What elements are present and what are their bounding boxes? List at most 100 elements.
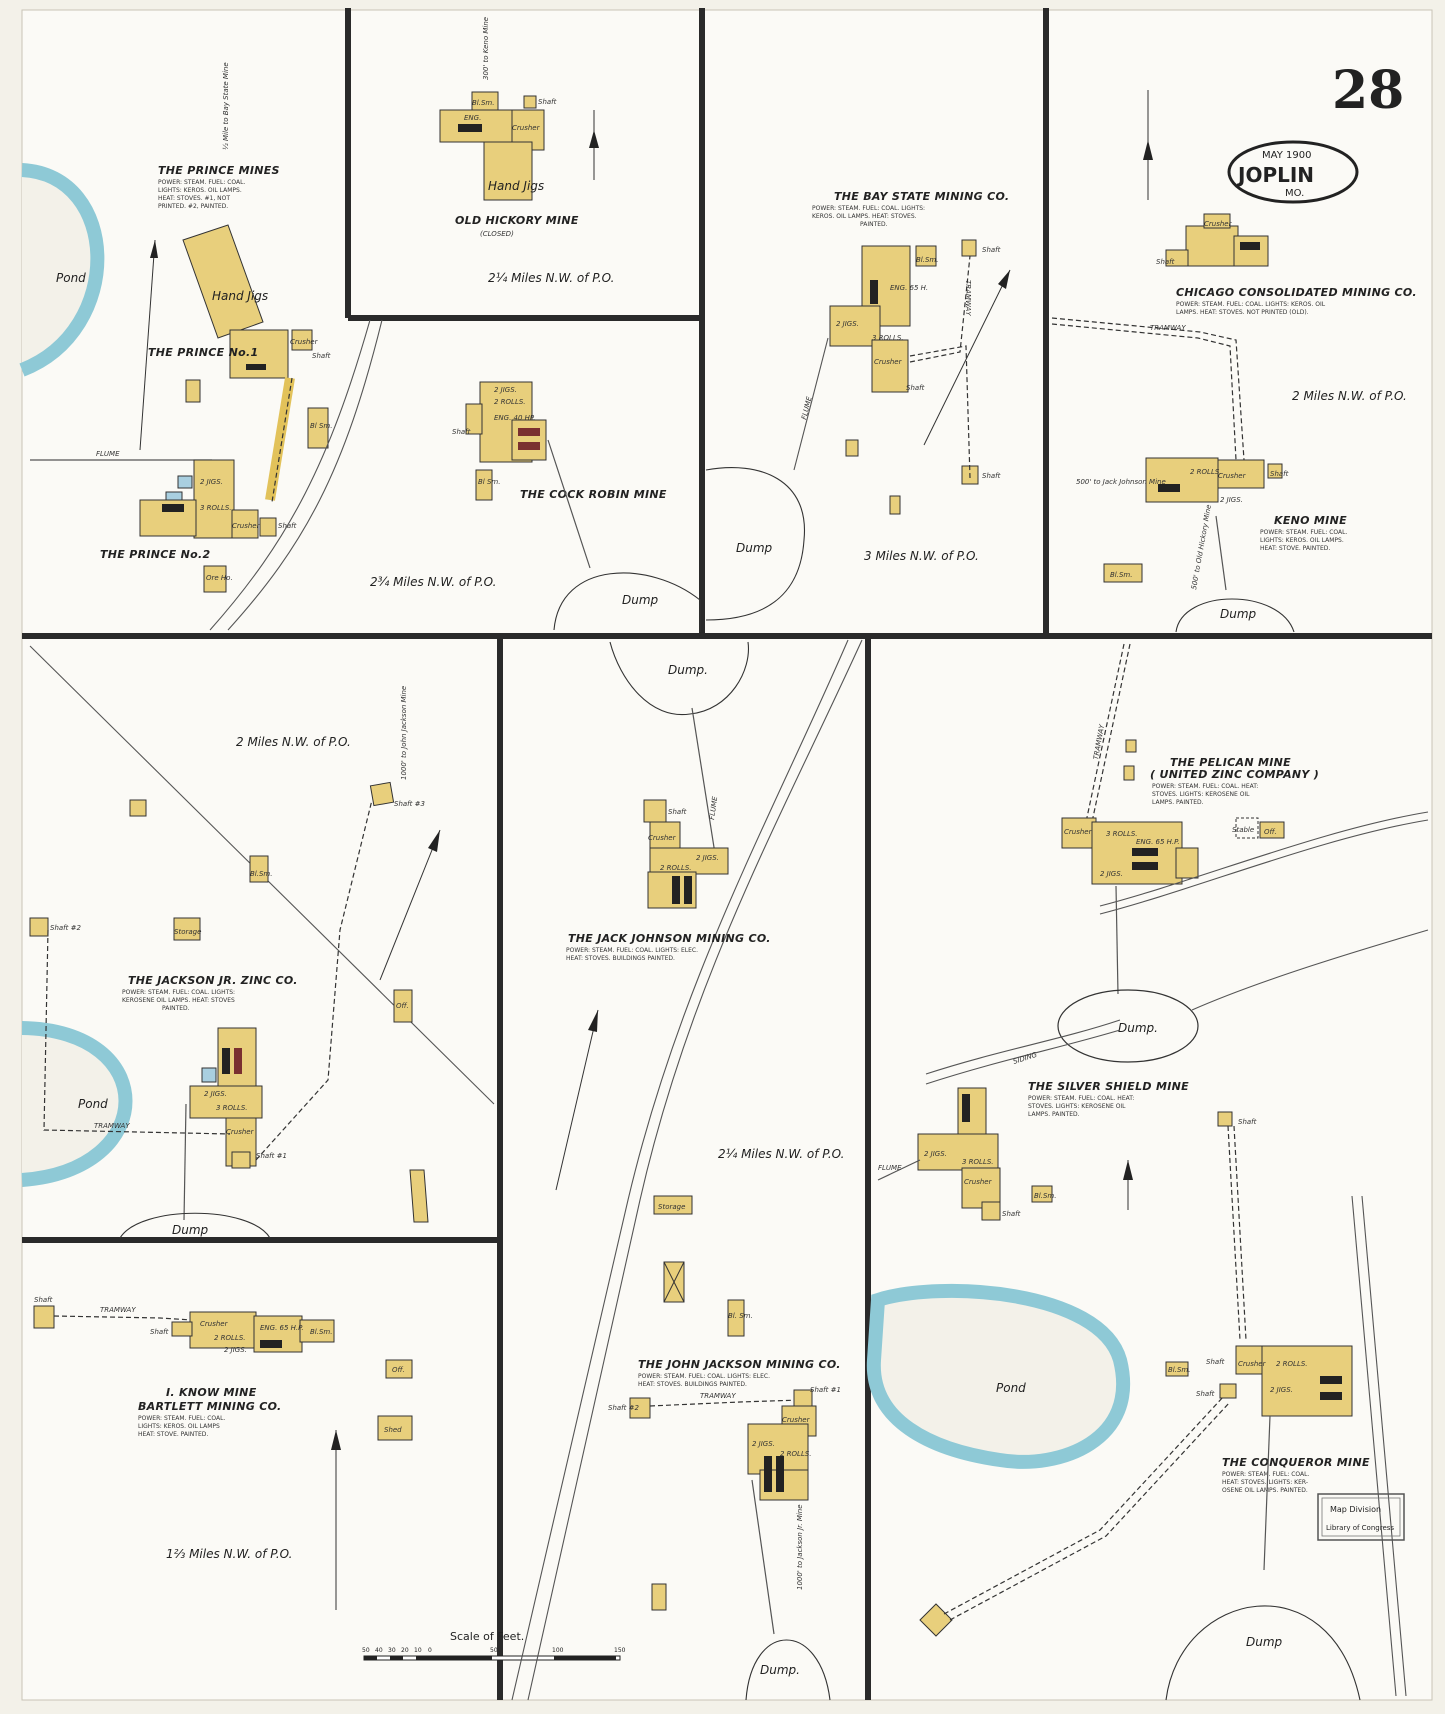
baystate-note-1: POWER: STEAM. FUEL: COAL. LIGHTS: [812, 205, 925, 212]
jacksonjr-note-3: PAINTED. [162, 1005, 190, 1012]
jacksonjr-road-note: 1000' to John Jackson Mine [400, 686, 408, 780]
pelican-eng: ENG. 65 H.P. [1136, 838, 1180, 846]
hickory-crusher: Crusher [512, 124, 541, 132]
jj-note-2: HEAT: STOVES. BUILDINGS PAINTED. [566, 955, 675, 962]
john-jackson-shaft1: Shaft #1 [810, 1386, 841, 1394]
jacksonjr-distance: 2 Miles N.W. of P.O. [236, 735, 351, 749]
baystate-title: THE BAY STATE MINING CO. [834, 190, 1009, 203]
iknow-title-1: I. KNOW MINE [166, 1386, 257, 1399]
jj-rolls: 2 ROLLS. [660, 864, 692, 872]
prince-mines-title: THE PRINCE MINES [158, 164, 280, 177]
date-stamp: MAY 1900 JOPLIN MO. [1227, 140, 1359, 204]
prince2-jigs: 2 JIGS. [200, 478, 223, 486]
iknow-shaft: Shaft [34, 1296, 53, 1304]
scale-tick-4: 10 [414, 1647, 422, 1654]
prince-no1-label: THE PRINCE No.1 [148, 346, 258, 359]
pond-shape [19, 163, 105, 377]
iknow-off: Off. [392, 1366, 405, 1374]
hickory-shaft: Shaft [538, 98, 557, 106]
prince1-crusher [291, 329, 313, 351]
prince-road-note: ½ Mile to Bay State Mine [222, 62, 230, 150]
scale-tick-0: 50 [362, 1647, 370, 1654]
hickory-distance: 2¼ Miles N.W. of P.O. [488, 271, 614, 285]
stamp-city: JOPLIN [1236, 163, 1314, 187]
keno-note-1: POWER: STEAM. FUEL: COAL. [1260, 529, 1347, 536]
chicago-note-2: LAMPS. HEAT: STOVES. NOT PRINTED (OLD). [1176, 309, 1309, 316]
silver-crusher: Crusher [964, 1178, 993, 1186]
silver-note-3: LAMPS. PAINTED. [1028, 1111, 1080, 1118]
jj-shaft: Shaft [668, 808, 687, 816]
prince2-crusher: Crusher [232, 522, 261, 530]
keno-crusher: Crusher [1218, 472, 1247, 480]
baystate-tramway: TRAMWAY [964, 280, 972, 316]
jj-flume: FLUME [708, 795, 719, 820]
keno-bl-sm: Bl.Sm. [1110, 571, 1132, 579]
panel-jack-johnson: Dump. FLUME Shaft Crusher 2 JIGS. 2 ROLL… [511, 639, 863, 1701]
silver-shaft: Shaft [1002, 1210, 1021, 1218]
jj-title: THE JACK JOHNSON MINING CO. [568, 932, 771, 945]
prince-note-4: PRINTED. #2, PAINTED. [158, 203, 228, 210]
conq-far-shaft [919, 1603, 953, 1637]
conq-shaft3: Shaft [1196, 1390, 1215, 1398]
prince-flume: FLUME [96, 450, 120, 458]
pelican-note-2: STOVES. LIGHTS: KEROSENE OIL [1152, 791, 1250, 798]
conq-shaft2: Shaft [1238, 1118, 1257, 1126]
iknow-note-3: HEAT: STOVE. PAINTED. [138, 1431, 208, 1438]
scale-tick-8: 150 [614, 1647, 626, 1654]
baystate-crusher: Crusher [874, 358, 903, 366]
baystate-eng: ENG. 65 H. [890, 284, 928, 292]
scale-tick-3: 20 [401, 1647, 409, 1654]
jj-dump-top: Dump. [668, 663, 708, 677]
cockrobin-jigs: 2 JIGS. [494, 386, 517, 394]
conq-note-2: HEAT: STOVES. LIGHTS: KER- [1222, 1479, 1308, 1486]
john-jackson-note-1: POWER: STEAM. FUEL: COAL. LIGHTS: ELEC. [638, 1373, 770, 1380]
stamp-state: MO. [1285, 188, 1304, 199]
iknow-note-1: POWER: STEAM. FUEL: COAL. [138, 1415, 225, 1422]
east-dump2: Dump [1246, 1635, 1283, 1649]
pelican-jigs: 2 JIGS. [1100, 870, 1123, 878]
panel-prince-mines: Pond THE PRINCE MINES POWER: STEAM. FUEL… [19, 62, 383, 631]
john-jackson-title: THE JOHN JACKSON MINING CO. [638, 1358, 841, 1371]
pelican-crusher: Crusher [1064, 828, 1093, 836]
keno-rolls: 2 ROLLS. [1190, 468, 1222, 476]
jacksonjr-jigs: 2 JIGS. [204, 1090, 227, 1098]
conq-note-3: OSENE OIL LAMPS. PAINTED. [1222, 1487, 1308, 1494]
conq-shaft: Shaft [1206, 1358, 1225, 1366]
east-dump1: Dump. [1118, 1021, 1158, 1035]
jacksonjr-pond [21, 1021, 133, 1187]
prince-ore-ho: Ore Ho. [206, 574, 233, 582]
page-number: 28 [1332, 60, 1404, 121]
keno-chicago-shaft: Shaft [1156, 258, 1175, 266]
prince-note-2: LIGHTS: KEROS. OIL LAMPS. [158, 187, 242, 194]
pelican-stable: Stable [1232, 826, 1254, 834]
hickory-subtitle: (CLOSED) [480, 230, 514, 238]
panel-borders [22, 8, 1432, 1700]
keno-title: KENO MINE [1274, 514, 1347, 527]
john-jackson-shaft2: Shaft #2 [608, 1404, 639, 1412]
jacksonjr-dump: Dump [172, 1223, 209, 1237]
iknow-shaft2: Shaft [150, 1328, 169, 1336]
prince-no2-label: THE PRINCE No.2 [100, 548, 210, 561]
jj-distance: 2¼ Miles N.W. of P.O. [718, 1147, 844, 1161]
hickory-road-note: 300' to Keno Mine [482, 17, 490, 80]
bl-sm-building [307, 407, 329, 449]
jacksonjr-rolls: 3 ROLLS. [216, 1104, 248, 1112]
scale-bar: Scale of Feet. 50 40 30 20 10 0 50 100 1… [362, 1630, 626, 1661]
keno-note-3: HEAT: STOVE. PAINTED. [1260, 545, 1330, 552]
silver-rolls: 3 ROLLS. [962, 1158, 994, 1166]
baystate-note-3: PAINTED. [860, 221, 888, 228]
john-jackson-tramway: TRAMWAY [700, 1392, 736, 1400]
scale-tick-5: 0 [428, 1647, 432, 1654]
keno-chicago-crusher: Crusher [1204, 220, 1233, 228]
pelican-note-3: LAMPS. PAINTED. [1152, 799, 1204, 806]
iknow-note-2: LIGHTS: KEROS. OIL LAMPS [138, 1423, 220, 1430]
jj-road-note: 1000' to Jackson Jr. Mine [796, 1504, 804, 1590]
library-stamp-line2: Library of Congress [1326, 1524, 1394, 1532]
baystate-distance: 3 Miles N.W. of P.O. [864, 549, 979, 563]
jj-storage: Storage [658, 1203, 685, 1211]
pond-label: Pond [56, 271, 86, 285]
keno-tramway: TRAMWAY [1150, 324, 1186, 332]
jj-note-1: POWER: STEAM. FUEL: COAL. LIGHTS: ELEC. [566, 947, 698, 954]
baystate-note-2: KEROS. OIL LAMPS. HEAT: STOVES. [812, 213, 917, 220]
